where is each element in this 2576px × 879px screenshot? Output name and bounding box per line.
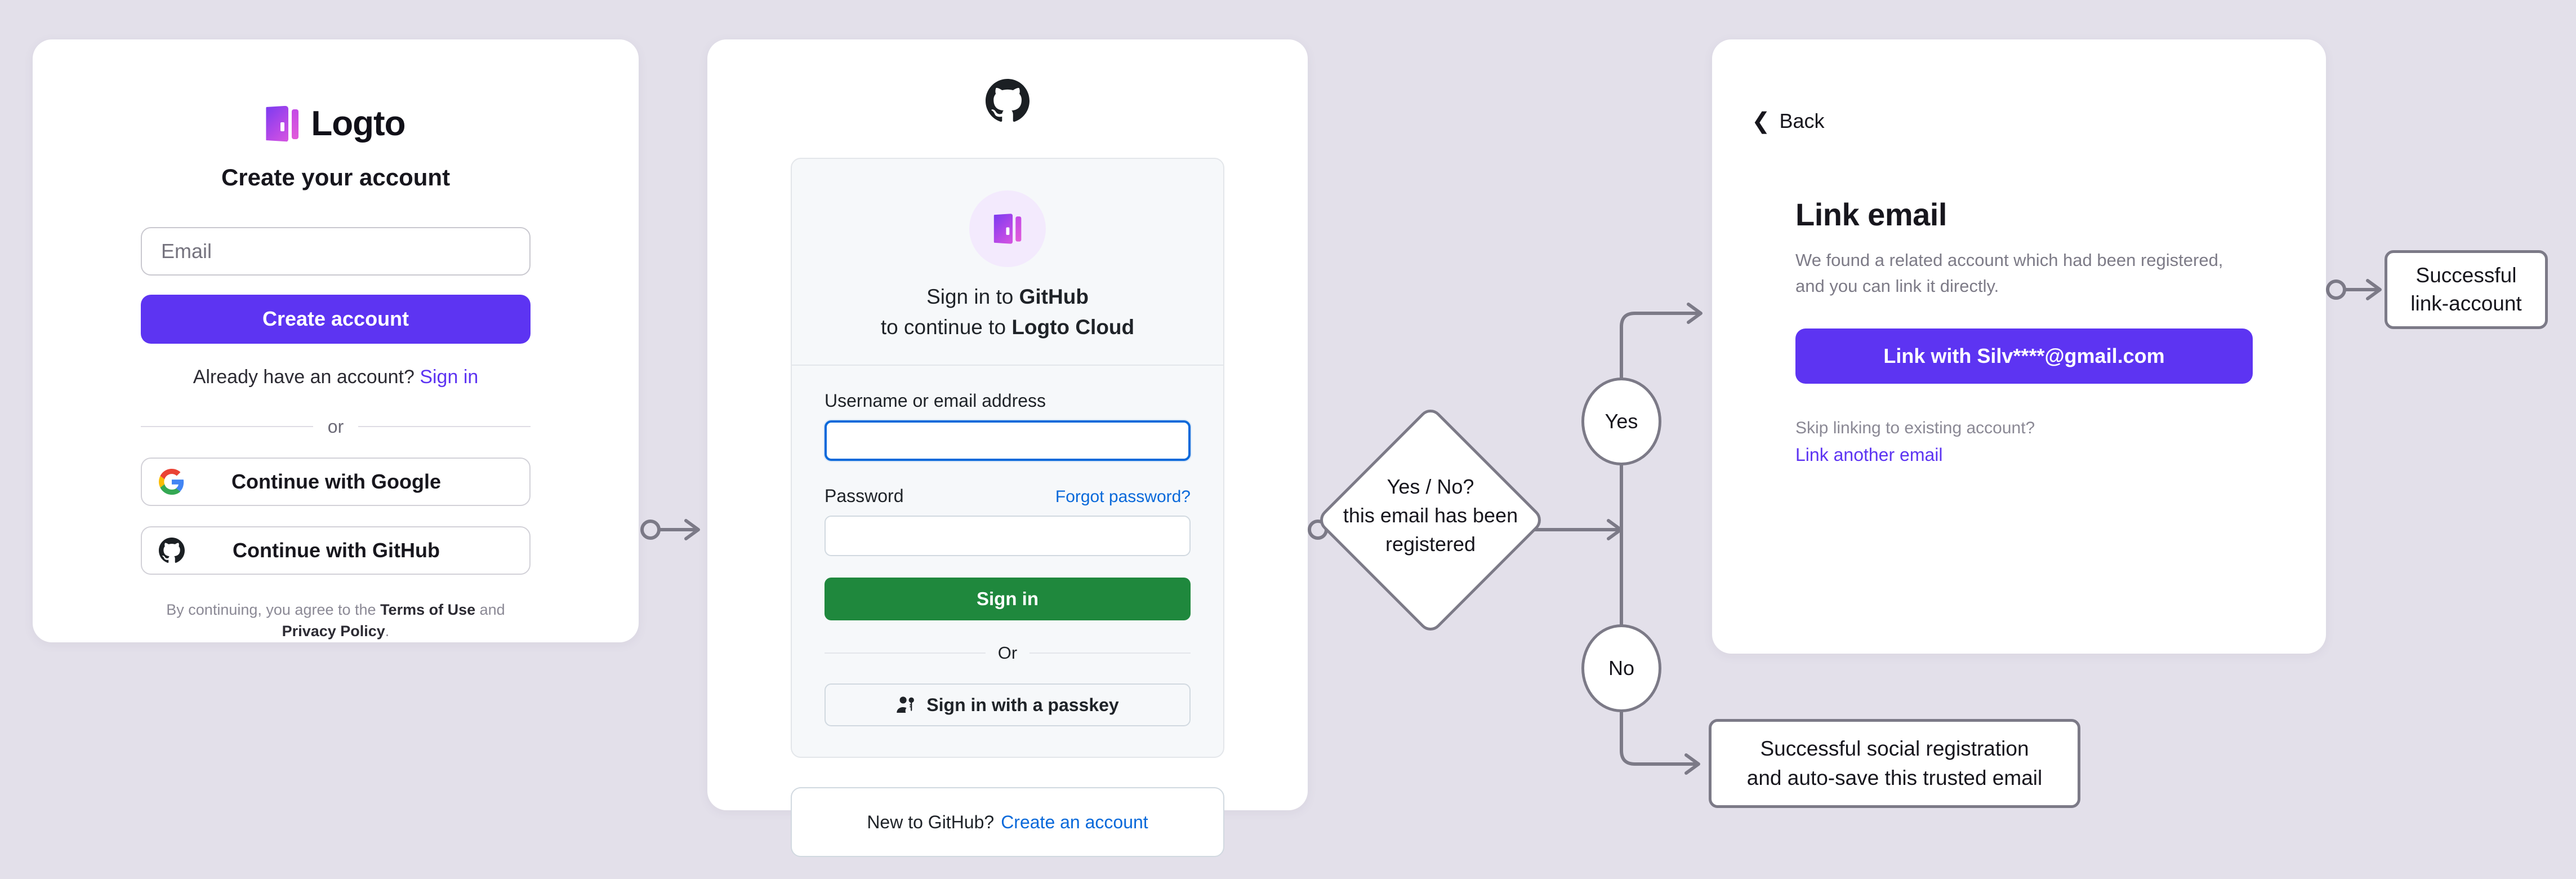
outcome-successful-link-account: Successful link-account — [2385, 250, 2548, 329]
passkey-person-key-icon — [897, 696, 915, 713]
github-icon — [159, 538, 185, 563]
google-icon — [159, 468, 184, 495]
github-auth-panel: Sign in to GitHub to continue to Logto C… — [791, 158, 1224, 758]
github-create-account-link[interactable]: Create an account — [1001, 811, 1148, 832]
divider-label: or — [327, 416, 344, 437]
privacy-policy-link[interactable]: Privacy Policy — [282, 623, 385, 640]
decision-line-2: this email has been — [1343, 504, 1518, 527]
continue-with-github-button[interactable]: Continue with GitHub — [141, 526, 531, 575]
branch-no-node: No — [1581, 624, 1661, 712]
link-another-email-link[interactable]: Link another email — [1795, 444, 1943, 465]
continue-to-app-name: Logto Cloud — [1011, 315, 1135, 339]
email-field[interactable]: Email — [141, 227, 531, 276]
github-signin-heading: Sign in to GitHub to continue to Logto C… — [825, 282, 1191, 342]
github-icon — [986, 79, 1029, 122]
chevron-left-icon: ❮ — [1751, 109, 1771, 134]
new-to-github-text: New to GitHub? — [867, 811, 995, 832]
link-email-title: Link email — [1795, 197, 1947, 232]
logto-door-icon — [993, 212, 1022, 246]
divider-line-left — [141, 426, 313, 427]
create-account-button[interactable]: Create account — [141, 295, 531, 344]
signin-provider-name: GitHub — [1019, 285, 1089, 308]
outcome-social-line-2: and auto-save this trusted email — [1746, 766, 2043, 789]
sign-in-with-passkey-button[interactable]: Sign in with a passkey — [825, 683, 1191, 727]
divider-line-right — [358, 426, 531, 427]
branch-yes-node: Yes — [1581, 378, 1661, 465]
outcome-social-line-1: Successful social registration — [1760, 737, 2029, 761]
continue-to-prefix: to continue to — [880, 315, 1012, 339]
link-email-description: We found a related account which had bee… — [1795, 250, 2223, 296]
new-to-github-panel: New to GitHub? Create an account — [791, 787, 1224, 858]
skip-linking-text: Skip linking to existing account? — [1795, 418, 2035, 437]
password-label-row: Password Forgot password? — [825, 486, 1191, 507]
decision-diamond-label: Yes / No? this email has been registered — [1312, 472, 1549, 558]
back-button[interactable]: ❮ Back — [1751, 109, 1825, 133]
password-label: Password — [825, 486, 904, 507]
link-with-email-button[interactable]: Link with Silv****@gmail.com — [1795, 328, 2253, 384]
outcome-link-line-2: link-account — [2410, 292, 2522, 315]
page-title: Create your account — [221, 164, 451, 190]
continue-with-google-label: Continue with Google — [231, 469, 441, 493]
outcome-successful-social-registration: Successful social registration and auto-… — [1709, 719, 2080, 808]
passkey-label: Sign in with a passkey — [926, 694, 1119, 715]
avatar — [969, 190, 1046, 267]
username-label: Username or email address — [825, 390, 1046, 411]
panel-divider — [792, 365, 1223, 366]
github-signin-card: Sign in to GitHub to continue to Logto C… — [707, 39, 1308, 858]
sign-in-link[interactable]: Sign in — [420, 366, 479, 388]
back-label: Back — [1779, 109, 1825, 132]
logto-brand: Logto — [141, 104, 531, 144]
legal-and: and — [479, 601, 505, 619]
decision-line-3: registered — [1385, 532, 1476, 556]
github-sign-in-button[interactable]: Sign in — [825, 578, 1191, 621]
divider-line-left — [825, 652, 986, 654]
continue-with-github-label: Continue with GitHub — [233, 539, 440, 562]
github-logo — [707, 79, 1308, 123]
continue-with-google-button[interactable]: Continue with Google — [141, 457, 531, 506]
legal-period: . — [385, 623, 390, 640]
already-have-account: Already have an account? Sign in — [141, 366, 531, 388]
legal-prefix: By continuing, you agree to the — [166, 601, 376, 619]
legal-text: By continuing, you agree to the Terms of… — [141, 600, 531, 642]
password-input[interactable] — [825, 516, 1191, 557]
username-input[interactable] — [825, 420, 1191, 461]
decision-line-1: Yes / No? — [1387, 475, 1474, 498]
outcome-link-line-1: Successful — [2415, 264, 2517, 287]
terms-of-use-link[interactable]: Terms of Use — [380, 601, 476, 619]
divider-line-right — [1029, 652, 1191, 654]
github-divider-or: Or — [825, 643, 1191, 663]
already-have-account-text: Already have an account? — [193, 366, 415, 388]
signin-to-prefix: Sign in to — [926, 285, 1019, 308]
divider-or: or — [141, 416, 531, 437]
link-email-card: ❮ Back Link email We found a related acc… — [1712, 39, 2326, 654]
logto-door-icon — [266, 104, 299, 144]
forgot-password-link[interactable]: Forgot password? — [1055, 487, 1191, 507]
divider-label: Or — [997, 643, 1018, 663]
email-placeholder: Email — [161, 239, 212, 263]
logto-wordmark: Logto — [311, 104, 405, 143]
logto-signup-card: Logto Create your account Email Create a… — [33, 39, 639, 642]
